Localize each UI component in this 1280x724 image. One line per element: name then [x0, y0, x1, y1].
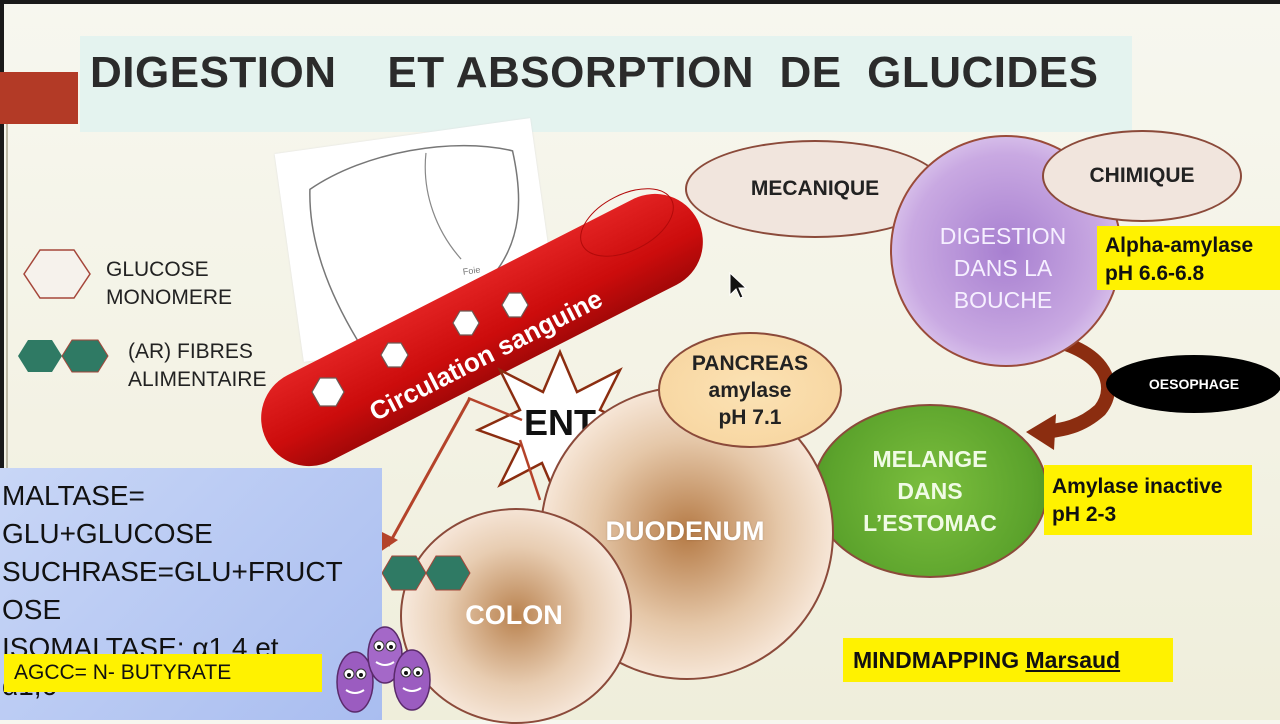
pancreas-line1: PANCREAS — [691, 351, 809, 375]
enzyme-line-4: OSE — [2, 594, 62, 625]
estomac-line1: MELANGE — [872, 446, 988, 472]
digestion-line1: DIGESTION — [939, 223, 1067, 249]
amylase-inactive-line1: Amylase inactive — [1052, 475, 1223, 498]
estomac-label: MELANGE DANS L’ESTOMAC — [863, 443, 997, 539]
oesophage-label: OESOPHAGE — [1148, 376, 1240, 392]
alpha-amylase-line1: Alpha-amylase — [1105, 234, 1254, 257]
mindmapping-credit: MINDMAPPING Marsaud — [843, 638, 1173, 682]
arrow-mouth-to-stomach — [1023, 329, 1115, 439]
pancreas-line2: amylase — [708, 378, 792, 402]
liver-label: Foie — [462, 265, 481, 277]
legend-glucose: GLUCOSE MONOMERE — [106, 256, 232, 312]
legend-fibre-hexagon-2 — [61, 339, 109, 373]
enzyme-line-1: MALTASE= — [2, 480, 145, 511]
amylase-inactive-note: Amylase inactive pH 2-3 — [1044, 465, 1252, 535]
alpha-amylase-line2: pH 6.6-6.8 — [1105, 262, 1205, 285]
arrow-to-colon — [386, 397, 472, 547]
glucose-hexagons — [311, 292, 529, 407]
mindmapping-author: Marsaud — [1025, 647, 1121, 673]
digestion-line2: DANS LA — [953, 255, 1053, 281]
top-border — [0, 0, 1280, 4]
digestion-line3: BOUCHE — [953, 287, 1053, 313]
arrow-ent-to-duodenum — [518, 439, 542, 501]
estomac-node: MELANGE DANS L’ESTOMAC — [812, 404, 1048, 578]
pancreas-node: PANCREAS amylase pH 7.1 — [658, 332, 842, 448]
circulation-capsule — [261, 188, 703, 467]
colon-label: COLON — [465, 600, 563, 630]
agcc-note: AGCC= N- BUTYRATE — [4, 654, 322, 692]
chimique-node: CHIMIQUE — [1042, 130, 1242, 222]
pancreas-line3: pH 7.1 — [718, 405, 782, 429]
estomac-line2: DANS — [897, 478, 963, 504]
digestion-bouche-label: DIGESTION DANS LA BOUCHE — [905, 220, 1101, 316]
bacteria-illustration — [336, 626, 431, 713]
colon-fibre-hexagons — [381, 555, 471, 591]
title-accent-tab — [0, 72, 78, 124]
page-title: DIGESTION ET ABSORPTION DE GLUCIDES — [90, 48, 1099, 97]
title-banner: DIGESTION ET ABSORPTION DE GLUCIDES — [80, 36, 1132, 132]
left-border — [0, 0, 4, 720]
pancreas-label: PANCREAS amylase pH 7.1 — [692, 350, 808, 431]
amylase-inactive-line2: pH 2-3 — [1052, 503, 1117, 526]
legend-fibres: (AR) FIBRES ALIMENTAIRE — [128, 338, 266, 394]
mecanique-label: MECANIQUE — [750, 177, 880, 200]
arrow-ent-to-circulation — [467, 396, 523, 422]
enzyme-line-3: SUCHRASE=GLU+FRUCT — [2, 556, 343, 587]
alpha-amylase-note: Alpha-amylase pH 6.6-6.8 — [1097, 226, 1280, 290]
oesophage-node: OESOPHAGE — [1106, 355, 1280, 413]
chimique-label: CHIMIQUE — [1089, 164, 1195, 187]
estomac-line3: L’ESTOMAC — [863, 510, 997, 536]
enzyme-line-2: GLU+GLUCOSE — [2, 518, 213, 549]
arrow-to-colon-head — [380, 532, 398, 552]
duodenum-label: DUODENUM — [605, 516, 765, 546]
colon-node — [400, 508, 632, 724]
legend-fibre-hexagon-1 — [18, 340, 62, 372]
legend-glucose-hexagon — [23, 249, 91, 299]
legend-fibres-line2: ALIMENTAIRE — [128, 368, 267, 391]
mouse-cursor-icon — [729, 271, 748, 299]
legend-glucose-line1: GLUCOSE — [106, 258, 209, 281]
background-decoration-line — [6, 110, 8, 710]
mindmapping-text: MINDMAPPING — [853, 647, 1020, 673]
legend-glucose-line2: MONOMERE — [106, 286, 232, 309]
legend-fibres-line1: (AR) FIBRES — [128, 340, 253, 363]
arrow-mouth-to-stomach-head — [1026, 414, 1056, 450]
